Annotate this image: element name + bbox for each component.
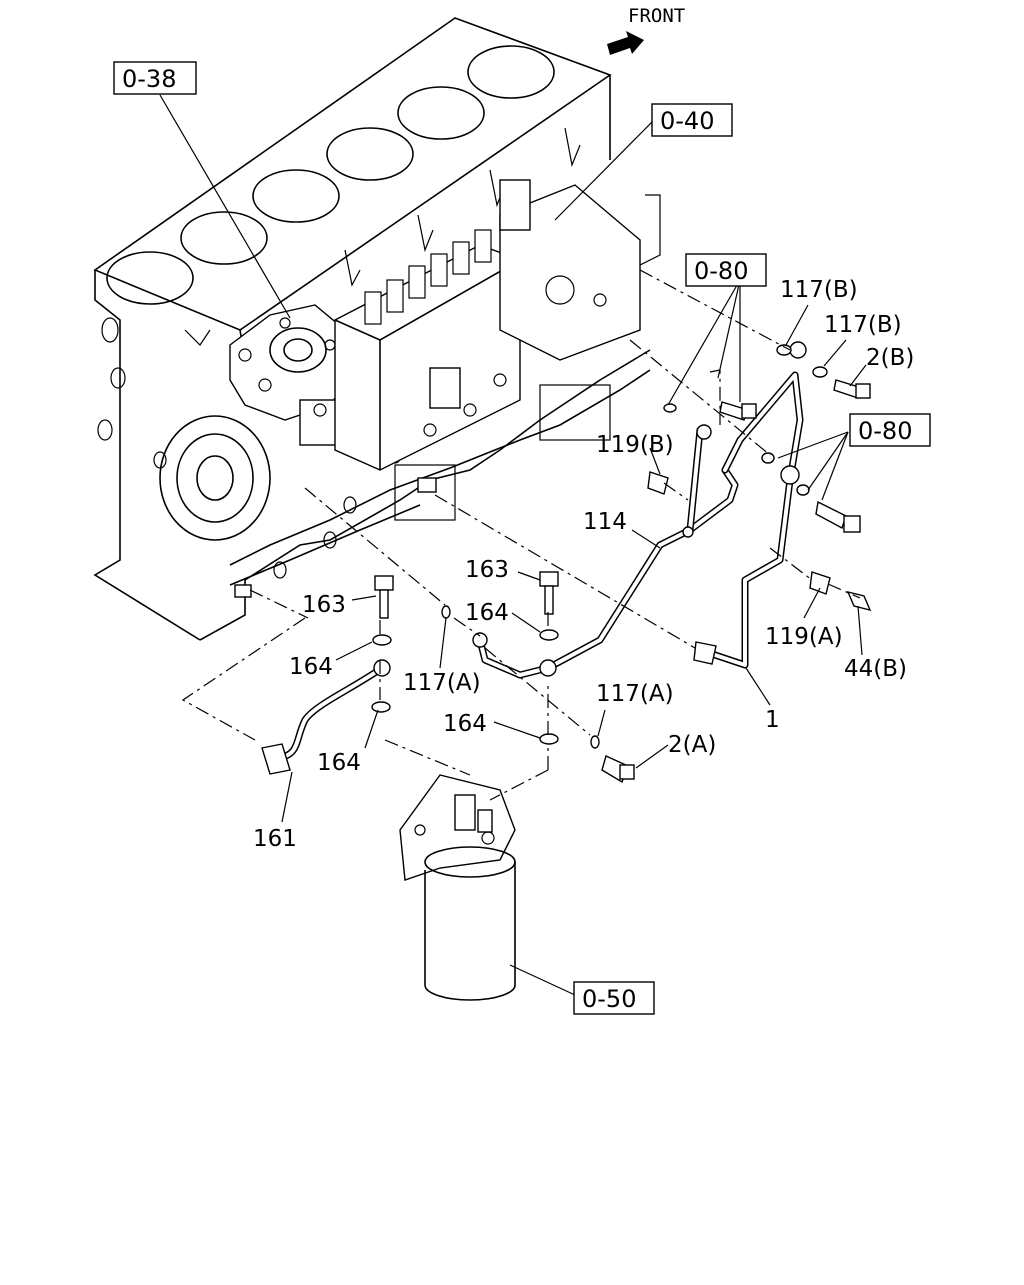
label-164-upper-right: 164 — [465, 600, 509, 626]
injection-pump — [334, 179, 641, 471]
label-2b: 2(B) — [866, 345, 914, 371]
label-164-upper-left: 164 — [289, 654, 333, 680]
oil-filter — [399, 774, 516, 1001]
front-label: FRONT — [628, 5, 685, 27]
leader-lines — [159, 94, 867, 996]
ref-label-0-50: 0-50 — [582, 985, 636, 1013]
ref-label-0-80-lower: 0-80 — [858, 417, 912, 445]
label-119b: 119(B) — [596, 432, 674, 458]
ref-box-0-80-upper[interactable]: 0-80 — [685, 253, 767, 287]
pipe-161 — [261, 659, 391, 775]
label-164-lower-right: 164 — [443, 711, 487, 737]
front-indicator: FRONT — [607, 5, 685, 55]
label-117b-lower: 117(B) — [824, 312, 902, 338]
pipe-114 — [472, 424, 739, 679]
label-117a-right: 117(A) — [596, 681, 674, 707]
air-compressor — [229, 304, 349, 446]
label-163-left: 163 — [302, 592, 346, 618]
label-114: 114 — [583, 509, 627, 535]
label-161: 161 — [253, 826, 297, 852]
ref-box-0-50[interactable]: 0-50 — [573, 981, 655, 1015]
bolt-2a — [601, 755, 635, 784]
bolt-2b — [833, 379, 871, 399]
label-44b: 44(B) — [844, 656, 907, 682]
ref-label-0-80-upper: 0-80 — [694, 257, 748, 285]
ref-label-0-40: 0-40 — [660, 107, 714, 135]
pipe-1 — [693, 341, 807, 669]
label-117a-left: 117(A) — [403, 670, 481, 696]
label-164-lower-left: 164 — [317, 750, 361, 776]
fasteners — [234, 344, 872, 784]
ref-box-0-80-lower[interactable]: 0-80 — [849, 413, 931, 447]
label-2a: 2(A) — [668, 732, 716, 758]
label-119a: 119(A) — [765, 624, 843, 650]
ref-box-0-40[interactable]: 0-40 — [651, 103, 733, 137]
ref-label-0-38: 0-38 — [122, 65, 176, 93]
bolt-163-left — [374, 575, 394, 619]
part-labels: 117(B) 117(B) 2(B) 119(B) 114 163 164 16… — [253, 277, 914, 852]
label-163-right: 163 — [465, 557, 509, 583]
assembly-lines — [181, 269, 861, 801]
bolt-163-right — [539, 571, 559, 615]
label-1: 1 — [765, 707, 780, 733]
front-arrow-icon — [607, 31, 644, 55]
label-117b-upper: 117(B) — [780, 277, 858, 303]
ref-box-0-38[interactable]: 0-38 — [113, 61, 197, 95]
